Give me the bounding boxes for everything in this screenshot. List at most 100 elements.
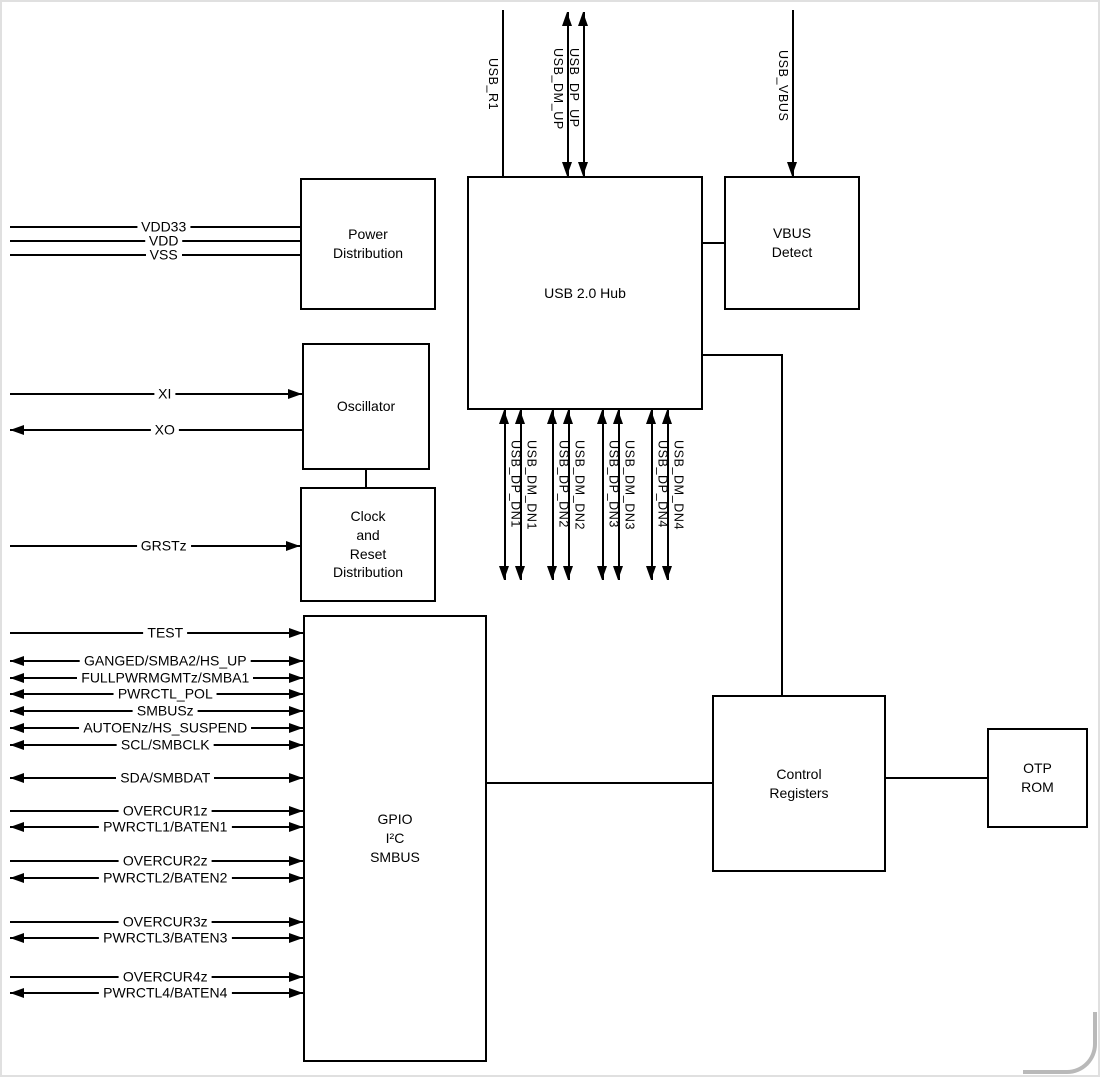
signal-wire <box>602 410 604 580</box>
signal-label: SCL/SMBCLK <box>116 737 214 753</box>
arrow-down-icon <box>613 566 623 580</box>
arrow-right-icon <box>289 723 303 733</box>
signal-wire <box>552 410 554 580</box>
arrow-left-icon <box>10 723 24 733</box>
signal-label: PWRCTL2/BATEN2 <box>99 870 232 886</box>
arrow-down-icon <box>547 566 557 580</box>
arrow-right-icon <box>289 706 303 716</box>
signal-label: USB_DP_DN1 <box>508 440 523 528</box>
block-label-power-distribution: Power Distribution <box>332 226 404 261</box>
signal-label: PWRCTL1/BATEN1 <box>99 819 232 835</box>
signal-wire <box>667 410 669 580</box>
block-usb-hub: USB 2.0 Hub <box>467 176 703 410</box>
signal-label: USB_DP_DN4 <box>655 440 670 528</box>
signal-label: USB_DM_UP <box>551 48 565 130</box>
signal-label: USB_DM_DN4 <box>671 440 686 531</box>
arrow-right-icon <box>289 673 303 683</box>
arrow-up-icon <box>646 410 656 424</box>
block-gpio-i2c-smbus: GPIO I²C SMBUS <box>303 615 487 1062</box>
arrow-down-icon <box>563 566 573 580</box>
signal-label: VDD <box>144 233 183 249</box>
arrow-left-icon <box>10 689 24 699</box>
arrow-up-icon <box>562 12 572 26</box>
arrow-left-icon <box>10 740 24 750</box>
arrow-down-icon <box>562 162 572 176</box>
signal-label: USB_VBUS <box>776 50 790 122</box>
signal-label: USB_DP_UP <box>567 48 581 128</box>
arrow-down-icon <box>662 566 672 580</box>
block-vbus-detect: VBUS Detect <box>724 176 860 310</box>
arrow-left-icon <box>10 706 24 716</box>
arrow-right-icon <box>289 933 303 943</box>
signal-label: OVERCUR3z <box>118 914 212 930</box>
arrow-right-icon <box>289 773 303 783</box>
arrow-left-icon <box>10 656 24 666</box>
signal-wire <box>520 410 522 580</box>
arrow-right-icon <box>289 856 303 866</box>
signal-label: AUTOENz/HS_SUSPEND <box>79 720 252 736</box>
block-power-distribution: Power Distribution <box>300 178 436 310</box>
arrow-right-icon <box>289 822 303 832</box>
wire-hub-to-control-vertical <box>781 354 783 695</box>
arrow-right-icon <box>289 806 303 816</box>
signal-wire <box>502 10 504 176</box>
wire-hub-to-control-horizontal <box>703 354 783 356</box>
signal-label: XO <box>150 422 179 438</box>
arrow-up-icon <box>563 410 573 424</box>
arrow-down-icon <box>578 162 588 176</box>
arrow-down-icon <box>646 566 656 580</box>
arrow-right-icon <box>288 389 302 399</box>
signal-wire <box>792 10 794 176</box>
arrow-left-icon <box>10 773 24 783</box>
block-oscillator: Oscillator <box>302 343 430 470</box>
signal-label: SDA/SMBDAT <box>116 770 215 786</box>
arrow-left-icon <box>10 933 24 943</box>
signal-label: OVERCUR4z <box>118 969 212 985</box>
arrow-right-icon <box>289 972 303 982</box>
arrow-up-icon <box>547 410 557 424</box>
block-control-registers: Control Registers <box>712 695 886 872</box>
arrow-down-icon <box>787 162 797 176</box>
signal-label: USB_DM_DN2 <box>572 440 587 531</box>
signal-label: FULLPWRMGMTz/SMBA1 <box>77 670 254 686</box>
wire-oscillator-to-clock-reset <box>365 470 367 487</box>
arrow-up-icon <box>499 410 509 424</box>
arrow-right-icon <box>289 988 303 998</box>
block-otp-rom: OTP ROM <box>987 728 1088 828</box>
scan-corner-artifact <box>1023 1012 1097 1074</box>
signal-label: VSS <box>145 247 182 263</box>
signal-label: USB_R1 <box>486 58 500 111</box>
signal-label: OVERCUR1z <box>118 803 212 819</box>
arrow-up-icon <box>597 410 607 424</box>
arrow-left-icon <box>10 425 24 435</box>
wire-hub-to-vbus-detect <box>703 242 724 244</box>
arrow-left-icon <box>10 988 24 998</box>
signal-label: USB_DM_DN3 <box>622 440 637 531</box>
arrow-left-icon <box>10 822 24 832</box>
block-label-usb-hub: USB 2.0 Hub <box>544 284 626 301</box>
signal-label: SMBUSz <box>132 703 198 719</box>
block-label-clock-reset: Clock and Reset Distribution <box>332 507 404 581</box>
arrow-left-icon <box>10 873 24 883</box>
arrow-right-icon <box>289 628 303 638</box>
signal-wire <box>504 410 506 580</box>
signal-label: USB_DP_DN3 <box>606 440 621 528</box>
arrow-up-icon <box>662 410 672 424</box>
wire-gpio-to-control <box>487 782 712 784</box>
arrow-up-icon <box>613 410 623 424</box>
arrow-right-icon <box>289 873 303 883</box>
signal-label: GRSTz <box>136 538 191 554</box>
signal-label: GANGED/SMBA2/HS_UP <box>79 653 251 669</box>
arrow-right-icon <box>286 541 300 551</box>
block-label-gpio: GPIO I²C SMBUS <box>370 811 420 865</box>
arrow-right-icon <box>289 917 303 927</box>
block-label-otp-rom: OTP ROM <box>1021 760 1054 795</box>
block-label-oscillator: Oscillator <box>336 398 396 415</box>
signal-label: PWRCTL4/BATEN4 <box>99 985 232 1001</box>
signal-label: XI <box>154 386 176 402</box>
signal-wire <box>567 12 569 176</box>
arrow-right-icon <box>289 689 303 699</box>
arrow-up-icon <box>515 410 525 424</box>
signal-label: PWRCTL3/BATEN3 <box>99 930 232 946</box>
